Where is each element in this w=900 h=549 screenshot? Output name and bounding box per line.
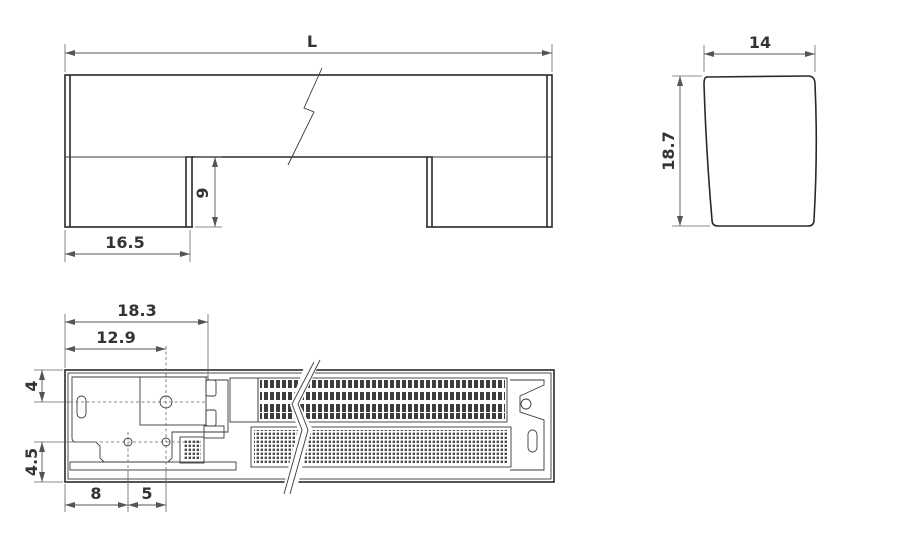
front-right-foot (426, 156, 433, 227)
dim-5-arrow-right (156, 502, 166, 508)
top-housing-plate (229, 377, 259, 423)
top-terminal-contacts (183, 440, 201, 460)
dim-9-label: 9 (193, 187, 212, 198)
top-right-boss (520, 398, 532, 410)
top-right-bracket (510, 379, 545, 471)
top-perforated-frame (250, 426, 512, 468)
top-connector-base (203, 425, 225, 439)
top-slot-left (76, 395, 87, 419)
dim-129-arrow-left (65, 346, 75, 352)
dim-14-label: 14 (749, 33, 771, 52)
top-connector-upper (205, 379, 217, 397)
dim-165-arrow-right (180, 251, 190, 257)
top-terminal-block (179, 436, 205, 464)
front-view: L 9 16.5 (64, 32, 553, 262)
side-view: 14 18.7 (659, 33, 818, 227)
dim-183-arrow-right (198, 319, 208, 325)
dim-183-label: 18.3 (117, 301, 156, 320)
dim-129-label: 12.9 (96, 328, 135, 347)
dim-165-label: 16.5 (105, 233, 144, 252)
dim-14-arrow-left (704, 51, 714, 57)
dim-4-label: 4 (22, 380, 41, 391)
top-fin-grill-row3 (260, 404, 505, 412)
top-break-line-a (289, 359, 321, 495)
top-fin-grill-frame (257, 377, 508, 423)
front-gap-mask (193, 158, 426, 229)
dim-4-arrow-bottom (39, 392, 45, 402)
dim-5-label: 5 (141, 484, 152, 503)
side-profile-outline (703, 75, 818, 227)
dim-9-arrow-bottom (212, 217, 218, 227)
dim-8-arrow-left (65, 502, 75, 508)
top-fin-grill-row2 (260, 392, 505, 400)
top-view: 18.3 12.9 4 4.5 8 5 (22, 301, 555, 512)
dim-l-arrow-left (65, 50, 75, 56)
dim-45-arrow-top (39, 442, 45, 452)
dim-14-arrow-right (805, 51, 815, 57)
front-left-foot (185, 156, 193, 227)
top-fin-grill-row4 (260, 413, 505, 419)
top-slot-right (527, 429, 538, 453)
dim-187-label: 18.7 (659, 131, 678, 170)
dim-8-arrow-right (118, 502, 128, 508)
dim-8-label: 8 (90, 484, 101, 503)
top-fin-grill-row1 (260, 380, 505, 388)
dim-9-arrow-top (212, 157, 218, 167)
dim-183-arrow-left (65, 319, 75, 325)
top-break-line-b (283, 361, 315, 495)
dim-187-arrow-bottom (677, 216, 683, 226)
dim-l-label: L (307, 32, 317, 51)
top-connector-lower (205, 409, 217, 427)
front-break-line (287, 67, 323, 166)
dim-165-arrow-left (65, 251, 75, 257)
dim-45-label: 4.5 (22, 448, 41, 476)
dim-45-arrow-bottom (39, 472, 45, 482)
top-bottom-rail (69, 461, 237, 471)
dim-4-arrow-top (39, 370, 45, 380)
top-mounting-block (139, 376, 207, 426)
top-left-bracket (71, 376, 229, 463)
dim-129-arrow-right (156, 346, 166, 352)
dim-l-arrow-right (542, 50, 552, 56)
dim-187-arrow-top (677, 76, 683, 86)
dim-5-arrow-left (128, 502, 138, 508)
